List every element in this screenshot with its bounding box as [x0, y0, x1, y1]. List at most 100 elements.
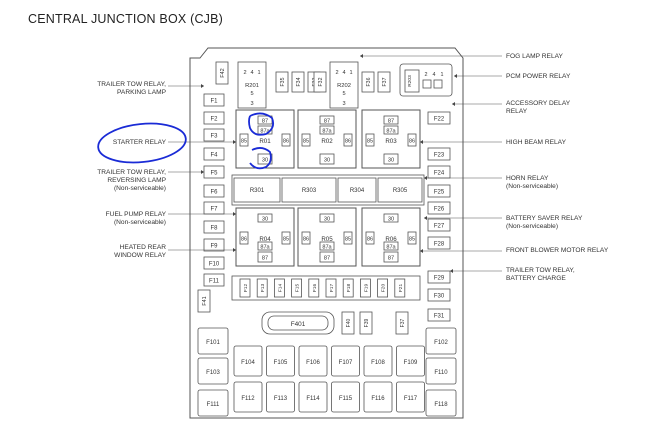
fuse-label-f115: F115: [339, 396, 353, 402]
fuse-label-f105: F105: [274, 360, 288, 366]
terminal: [301, 231, 311, 245]
fuse-label-f106: F106: [306, 360, 320, 366]
terminal-label: 87: [324, 256, 330, 262]
fuse-label-f3: F3: [210, 134, 218, 140]
terminal: [343, 231, 353, 245]
relay-name-r201: R201: [245, 83, 259, 89]
fuse-label-f23: F23: [434, 153, 445, 159]
terminal-label: 86: [345, 139, 351, 145]
relay-r201: [237, 61, 267, 109]
fuse-f113: [266, 381, 295, 413]
fuse-label-f21: F21: [398, 284, 404, 293]
fuse-label-f12: F12: [243, 284, 249, 293]
fuse-f35: [275, 71, 289, 93]
relay-name-r303: R303: [302, 188, 317, 194]
fuse-label-f18: F18: [346, 284, 352, 293]
fuse-f28: [427, 236, 451, 250]
terminal-label: 87: [324, 119, 330, 125]
terminal: [281, 133, 291, 147]
fuse-f401: [267, 315, 329, 331]
fuse-f13: [256, 278, 268, 298]
fuse-f104: [233, 345, 263, 377]
terminal: [239, 231, 249, 245]
fuse-label-f36: F36: [366, 77, 372, 86]
fuse-f40-mid: [341, 311, 355, 335]
terminal-label: 85: [303, 139, 309, 145]
terminal: [239, 133, 249, 147]
fuse-f10: [203, 256, 225, 270]
fuse-label-f39: F39: [364, 318, 370, 327]
terminal-label: 30: [388, 158, 394, 164]
terminal: [319, 125, 335, 135]
fuse-f6: [203, 184, 225, 198]
terminal-label: 86: [367, 237, 373, 243]
label-fuel-pump-relay: FUEL PUMP RELAY(Non-serviceable): [105, 211, 166, 226]
terminal-label: 85: [409, 237, 415, 243]
terminal: [319, 251, 335, 263]
fuse-label-f10: F10: [209, 262, 220, 268]
fuse-f34: [291, 71, 305, 93]
fuse-f21: [394, 278, 406, 298]
fuse-f103: [197, 357, 229, 385]
pin-label: 1: [257, 70, 260, 76]
pin-label: 1: [349, 70, 352, 76]
fuse-label-f31: F31: [434, 314, 445, 320]
terminal-label: 85: [367, 139, 373, 145]
fuse-label-f118: F118: [434, 402, 448, 408]
fuse-f39-mid: [359, 311, 373, 335]
fuse-label-f15: F15: [295, 284, 301, 293]
fuse-f102: [425, 327, 457, 355]
relay-r303: [281, 177, 337, 203]
fuse-label-f108: F108: [371, 360, 385, 366]
fuse-f23: [427, 147, 451, 161]
fuse-f17: [325, 278, 337, 298]
fuse-label-f29: F29: [434, 276, 445, 282]
fuse-label-f26: F26: [434, 207, 445, 213]
pin-label: 2: [425, 72, 428, 78]
fuse-label-f102: F102: [434, 340, 448, 346]
fuse-f15: [291, 278, 303, 298]
fuse-label-f4: F4: [210, 153, 218, 159]
terminal-label: 87: [262, 256, 268, 262]
terminal: [365, 231, 375, 245]
fuse-f32: [313, 71, 327, 93]
terminal-label: 85: [241, 139, 247, 145]
fuse-label-f7: F7: [210, 207, 218, 213]
fuse-f109: [396, 345, 425, 377]
fuse-label-f16: F16: [312, 284, 318, 293]
pin-slot: [422, 79, 432, 89]
fuse-f11: [203, 273, 225, 287]
terminal: [383, 125, 399, 135]
fuse-label-f103: F103: [206, 370, 220, 376]
terminal: [383, 115, 399, 125]
terminal: [257, 153, 273, 165]
fuse-f111: [197, 389, 229, 417]
relay-r301: [233, 177, 281, 203]
fuse-label-f37: F37: [400, 318, 406, 327]
fuse-label-f1: F1: [210, 99, 218, 105]
fuse-label-f113: F113: [274, 396, 288, 402]
fuse-label-f34: F34: [296, 77, 302, 86]
terminal-label: 30: [262, 158, 268, 164]
fuse-label-f117: F117: [404, 396, 418, 402]
pin-label: 4: [342, 70, 345, 76]
terminal-label: 86: [241, 237, 247, 243]
terminal: [301, 133, 311, 147]
fuse-f27: [427, 218, 451, 232]
terminal-label: 30: [324, 158, 330, 164]
fuse-label-f13: F13: [260, 284, 266, 293]
leader-arrow: [452, 102, 455, 106]
fuse-f36: [361, 71, 375, 93]
fuse-f30: [427, 288, 451, 302]
terminal-label: 30: [262, 217, 268, 223]
fuse-label-f40: F40: [346, 318, 352, 327]
fuse-label-f107: F107: [339, 360, 353, 366]
terminal-label: 87: [388, 256, 394, 262]
pin-label: 5: [250, 91, 253, 97]
leader-arrow: [201, 84, 204, 88]
annotation-circle-terminal-30: [249, 147, 272, 170]
label-pcm-power-relay: PCM POWER RELAY: [506, 73, 571, 80]
pin-label: 4: [433, 72, 436, 78]
